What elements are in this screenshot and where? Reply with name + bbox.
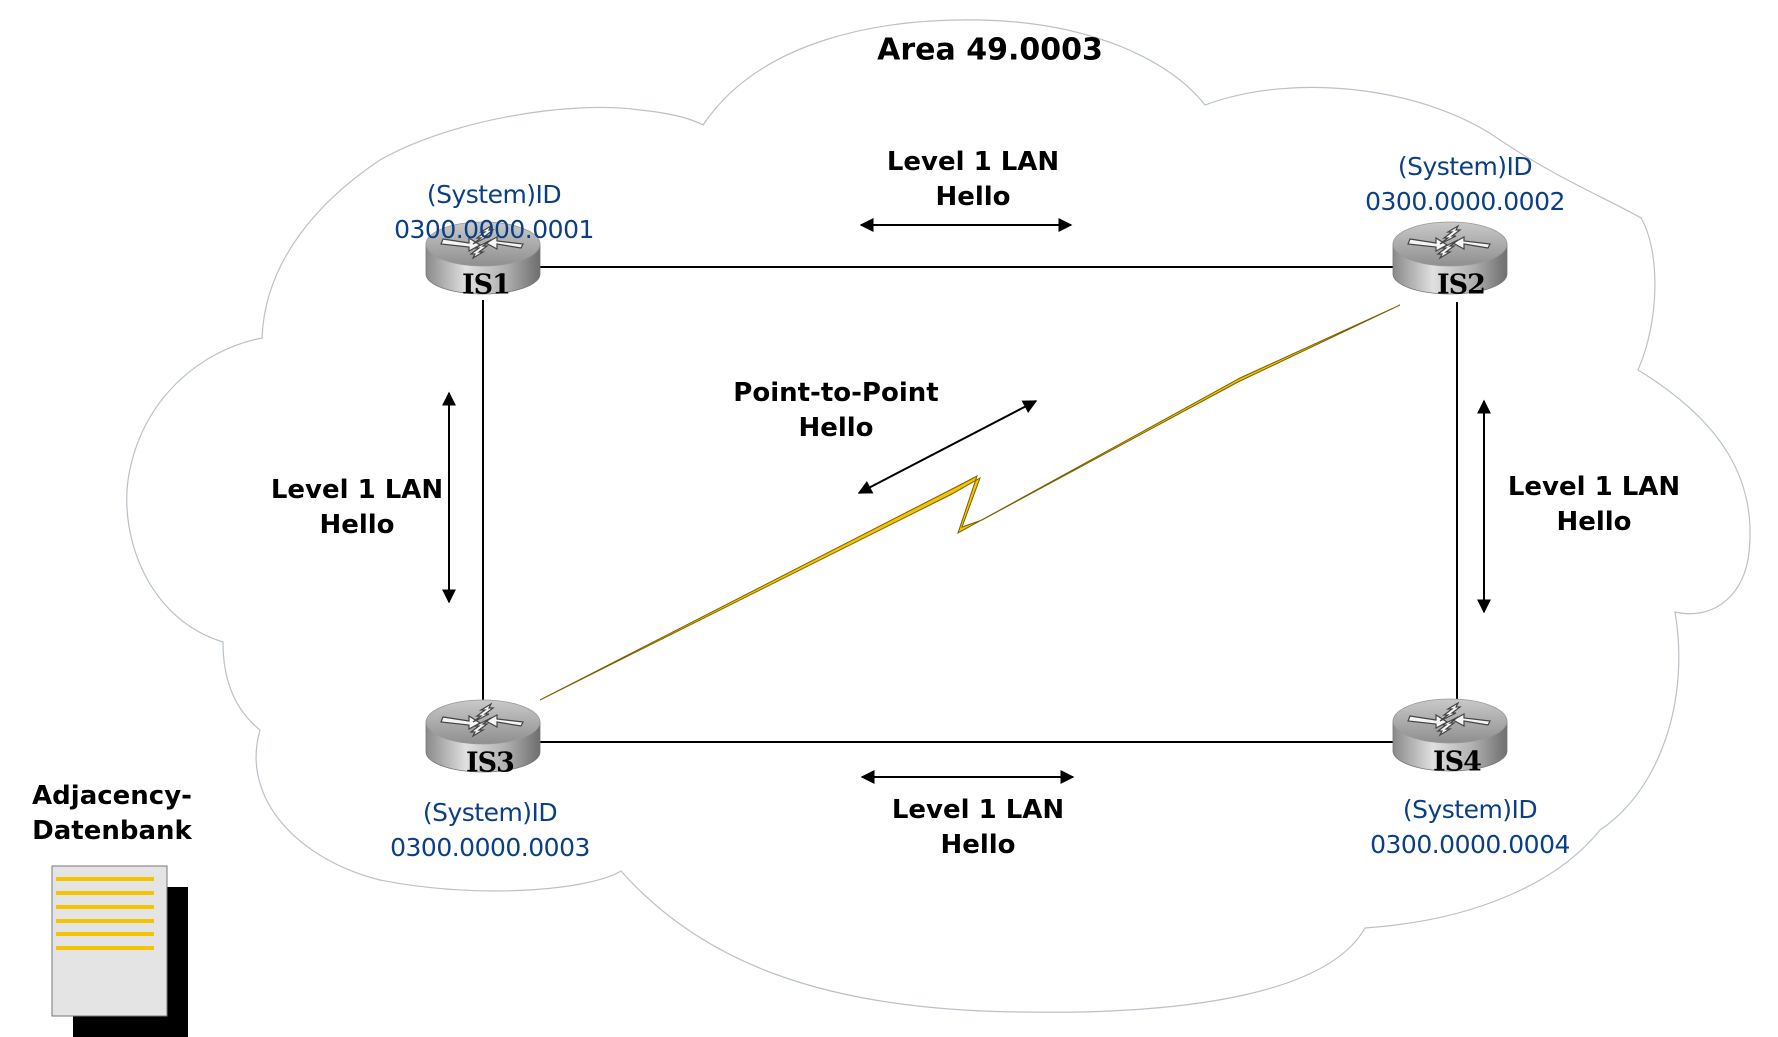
hello-label-is2-is4: Level 1 LAN Hello <box>1508 470 1680 540</box>
router-is3-label: IS3 <box>466 747 515 779</box>
router-is1-label: IS1 <box>462 269 511 301</box>
system-id-value: 0300.0000.0001 <box>394 215 594 244</box>
hello-label-line1: Level 1 LAN <box>270 475 444 505</box>
hello-label-line2: Hello <box>1556 507 1632 537</box>
database-label-line1: Adjacency- <box>32 781 192 811</box>
system-id-value: 0300.0000.0002 <box>1365 187 1565 216</box>
hello-label-line1: Level 1 LAN <box>891 795 1065 825</box>
system-id-is2: (System)ID 0300.0000.0002 <box>1365 149 1565 219</box>
arrow-p2p-hello <box>857 400 1038 494</box>
system-id-label: (System)ID <box>426 180 562 209</box>
hello-label-line1: Level 1 LAN <box>1507 472 1681 502</box>
router-is2-label: IS2 <box>1437 269 1486 301</box>
area-title: Area 49.0003 <box>877 32 1103 68</box>
hello-label-line1: Point-to-Point <box>733 378 939 408</box>
system-id-is1: (System)ID 0300.0000.0001 <box>394 177 594 247</box>
hello-label-is1-is2: Level 1 LAN Hello <box>887 145 1059 215</box>
hello-label-line2: Hello <box>798 413 874 443</box>
system-id-is3: (System)ID 0300.0000.0003 <box>390 795 590 865</box>
hello-label-is1-is3: Level 1 LAN Hello <box>271 473 443 543</box>
adjacency-database-label: Adjacency- Datenbank <box>32 779 192 849</box>
system-id-value: 0300.0000.0003 <box>390 833 590 862</box>
document-stack-icon <box>51 865 188 1037</box>
hello-label-line1: Level 1 LAN <box>886 147 1060 177</box>
hello-label-line2: Hello <box>940 830 1016 860</box>
system-id-label: (System)ID <box>1402 795 1538 824</box>
system-id-label: (System)ID <box>422 798 558 827</box>
hello-label-line2: Hello <box>319 510 395 540</box>
database-label-line2: Datenbank <box>32 816 192 846</box>
hello-label-p2p: Point-to-Point Hello <box>733 376 938 446</box>
hello-label-is3-is4: Level 1 LAN Hello <box>892 793 1064 863</box>
hello-label-line2: Hello <box>935 182 1011 212</box>
system-id-value: 0300.0000.0004 <box>1370 830 1570 859</box>
system-id-label: (System)ID <box>1397 152 1533 181</box>
router-is4-label: IS4 <box>1433 746 1482 778</box>
system-id-is4: (System)ID 0300.0000.0004 <box>1370 792 1570 862</box>
